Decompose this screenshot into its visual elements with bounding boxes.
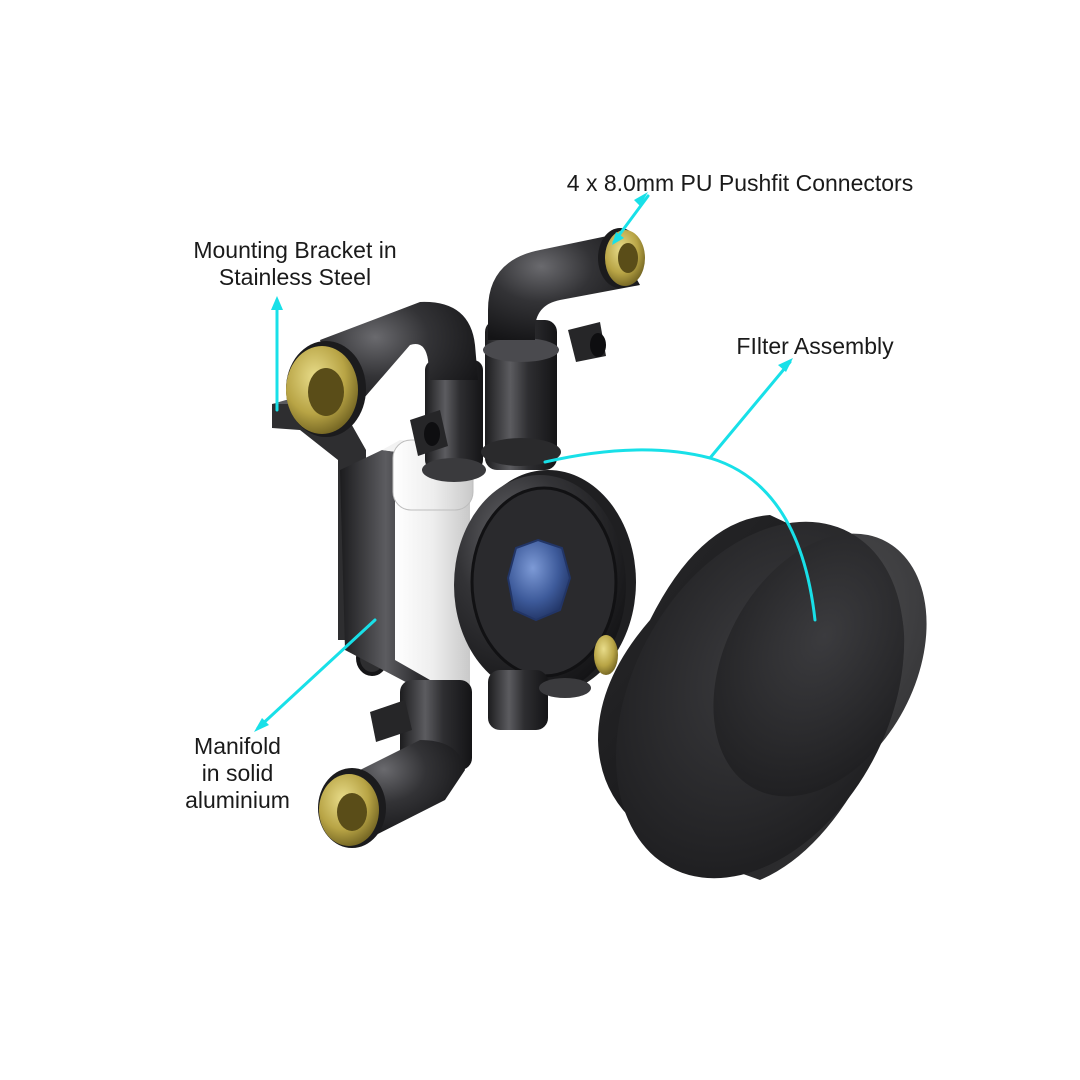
leader-line-connectors	[612, 194, 650, 244]
label-manifold: Manifold in solid aluminium	[150, 733, 325, 814]
arrowhead-connectors-end	[612, 232, 624, 245]
label-mounting-bracket-line2: Stainless Steel	[218, 264, 372, 290]
leader-line-manifold	[256, 618, 377, 730]
pushfit-connector-top-right	[488, 228, 645, 362]
label-pushfit-connectors: 4 x 8.0mm PU Pushfit Connectors	[530, 170, 950, 197]
arrowhead-connectors	[634, 192, 648, 206]
arrowhead-manifold	[254, 718, 269, 732]
lower-tubes	[370, 670, 591, 770]
label-mounting-bracket: Mounting Bracket in Stainless Steel	[160, 237, 430, 291]
filter-bowl	[598, 515, 927, 880]
label-filter-assembly-text: FIlter Assembly	[736, 333, 894, 359]
pushfit-connector-top-left	[286, 301, 478, 456]
leader-line-filter-pointer	[708, 360, 792, 460]
label-manifold-line1: Manifold	[194, 733, 281, 759]
filter-window	[506, 538, 572, 622]
leader-lines	[254, 192, 817, 732]
label-filter-assembly: FIlter Assembly	[700, 333, 930, 360]
label-manifold-line3: aluminium	[185, 787, 290, 813]
arrowhead-bracket	[271, 296, 283, 310]
filter-housing	[454, 470, 636, 695]
arrowhead-filter	[778, 358, 793, 372]
label-mounting-bracket-line1: Mounting Bracket in	[193, 237, 397, 263]
label-manifold-line2: in solid	[201, 760, 274, 786]
label-pushfit-connectors-text: 4 x 8.0mm PU Pushfit Connectors	[566, 170, 914, 196]
pushfit-connector-bottom	[318, 740, 465, 848]
